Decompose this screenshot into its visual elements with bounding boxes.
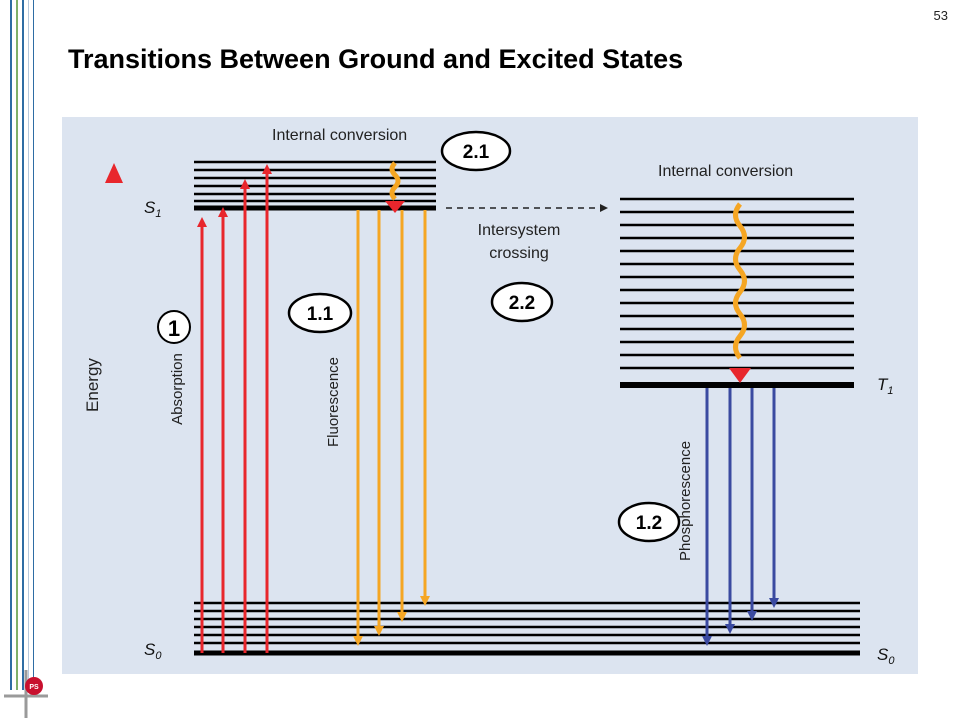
page-number: 53 [933, 8, 948, 23]
jablonski-diagram-panel: Energy S1 S0 S0 T [62, 117, 918, 674]
intersystem-label-line2: crossing [489, 245, 549, 262]
t1-label: T1 [877, 375, 894, 397]
sidebar-line [22, 0, 24, 690]
t1-internal-conversion-arrow [733, 202, 747, 360]
badge-1-2: 1.2 [617, 501, 681, 543]
absorption-arrows [197, 164, 272, 653]
energy-arrow [105, 163, 123, 642]
fluorescence-arrows [353, 210, 430, 646]
phosphorescence-arrows [702, 388, 779, 646]
t1-internal-conversion-arrowhead [729, 368, 751, 383]
svg-text:1.1: 1.1 [307, 304, 334, 325]
svg-text:1: 1 [168, 316, 180, 341]
svg-text:2.2: 2.2 [509, 293, 535, 314]
badge-circle-1: 1 [157, 310, 191, 344]
svg-text:PS: PS [29, 684, 39, 691]
badge-1-1: 1.1 [287, 292, 353, 334]
sidebar-line [10, 0, 12, 690]
svg-text:1.2: 1.2 [636, 513, 662, 534]
s1-label: S1 [144, 198, 161, 220]
ps-logo: PS [4, 670, 48, 718]
fluorescence-label: Fluorescence [325, 357, 342, 447]
phosphorescence-label: Phosphorescence [677, 441, 694, 561]
s0-left-label: S0 [144, 640, 162, 662]
absorption-label: Absorption [169, 353, 186, 425]
s1-internal-conversion-arrow [389, 161, 401, 201]
sidebar-line [33, 0, 34, 690]
slide-title: Transitions Between Ground and Excited S… [68, 44, 684, 74]
s1-internal-conversion-label: Internal conversion [272, 127, 407, 144]
sidebar-line [16, 0, 18, 690]
badge-2-2: 2.2 [490, 281, 554, 323]
svg-text:2.1: 2.1 [463, 142, 490, 163]
energy-label: Energy [83, 358, 102, 412]
intersystem-label-line1: Intersystem [478, 222, 561, 239]
sidebar-line [28, 0, 29, 690]
s0-right-label: S0 [877, 645, 895, 667]
s1-internal-conversion-arrowhead [385, 201, 405, 213]
s0-levels [194, 601, 860, 656]
jablonski-diagram: Energy S1 S0 S0 T [83, 127, 895, 667]
t1-internal-conversion-label: Internal conversion [658, 163, 793, 180]
badge-2-1: 2.1 [440, 130, 512, 172]
